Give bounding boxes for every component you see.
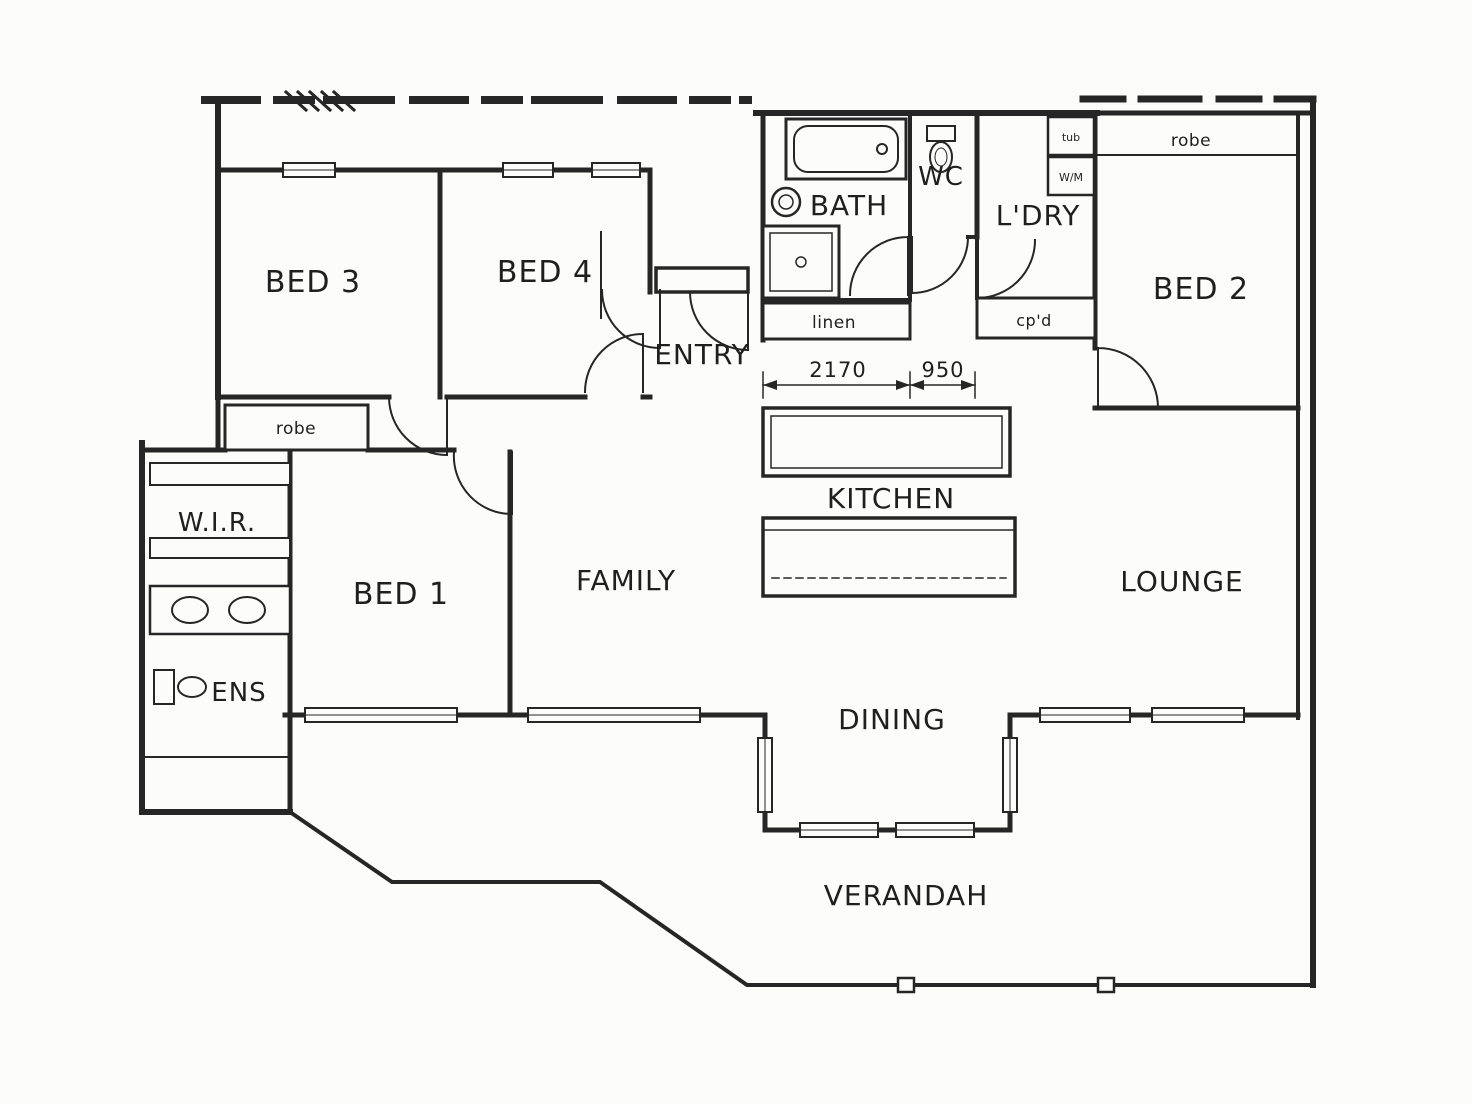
linen-box — [761, 301, 912, 341]
front-door — [688, 290, 750, 352]
wir-shelf-top — [149, 462, 291, 486]
laundry-door — [975, 238, 1037, 300]
room-label-bath: BATH — [810, 189, 888, 222]
bed3-door — [387, 395, 449, 457]
interior-walls — [141, 89, 1301, 815]
ensuite-toilet-cistern — [153, 669, 175, 705]
storage-boxes — [223, 115, 1097, 452]
kitchen-benches — [761, 406, 1017, 598]
wir-shelf-bottom — [149, 537, 291, 559]
label-linen: linen — [812, 313, 856, 333]
laundry-tub-box — [1046, 115, 1096, 157]
bath-door — [848, 235, 910, 297]
ensuite-toilet-bowl — [177, 676, 207, 698]
bath-fixtures — [761, 117, 908, 300]
room-label-kitchen: KITCHEN — [827, 482, 955, 515]
room-label-bed4: BED 4 — [497, 255, 593, 290]
room-label-bed3: BED 3 — [265, 265, 361, 300]
toilet-cistern — [926, 125, 956, 142]
room-labels: BED 3 BED 4 ENTRY BATH WC L'DRY BED 2 ro… — [178, 131, 1249, 912]
ensuite-vanity — [148, 584, 292, 636]
label-cupboard: cp'd — [1016, 311, 1052, 330]
door-swings — [387, 235, 1160, 516]
verandah-post — [896, 976, 916, 994]
room-label-verandah: VERANDAH — [824, 879, 989, 912]
scan-scribble — [283, 89, 357, 113]
room-label-dining: DINING — [838, 703, 946, 736]
dimension-2170: 2170 — [809, 358, 866, 382]
dimension-line — [762, 371, 976, 399]
room-label-bed2: BED 2 — [1153, 272, 1249, 307]
label-tub: tub — [1062, 131, 1080, 144]
toilet-bowl — [929, 141, 953, 173]
room-label-wir: W.I.R. — [178, 508, 256, 538]
dimension-950: 950 — [921, 358, 964, 382]
kitchen-bench-bottom — [761, 516, 1017, 598]
wc-fixtures — [926, 125, 956, 173]
label-robe-bed2: robe — [1171, 131, 1211, 151]
exterior-walls — [139, 95, 1317, 988]
bed1-door — [452, 450, 514, 516]
ensuite-basin-right — [228, 596, 266, 624]
room-label-wc: WC — [918, 162, 964, 192]
bed4-door — [583, 332, 645, 394]
cupboard-box — [975, 296, 1097, 340]
room-label-lounge: LOUNGE — [1120, 565, 1243, 598]
bed2-door — [1096, 346, 1160, 410]
wc-door — [910, 235, 970, 295]
room-label-bed1: BED 1 — [353, 577, 449, 612]
room-label-entry: ENTRY — [654, 338, 750, 371]
label-washing-machine: W/M — [1059, 171, 1083, 184]
room-label-laundry: L'DRY — [996, 199, 1081, 232]
ensuite-basin-left — [171, 596, 209, 624]
verandah-posts — [896, 976, 1116, 994]
robe-hall-box — [223, 403, 370, 452]
windows — [282, 162, 1245, 838]
front-door-wall — [654, 266, 750, 294]
kitchen-bench-top — [761, 406, 1012, 478]
room-label-ensuite: ENS — [211, 678, 266, 708]
room-label-family: FAMILY — [576, 564, 676, 597]
ensuite-fixtures — [148, 462, 292, 705]
washing-machine-box — [1046, 155, 1096, 197]
bath-vanity — [761, 224, 841, 300]
verandah-post — [1096, 976, 1116, 994]
entry-hall-door — [600, 288, 662, 350]
label-robe-hall: robe — [276, 419, 316, 439]
bath-basin — [770, 186, 802, 218]
